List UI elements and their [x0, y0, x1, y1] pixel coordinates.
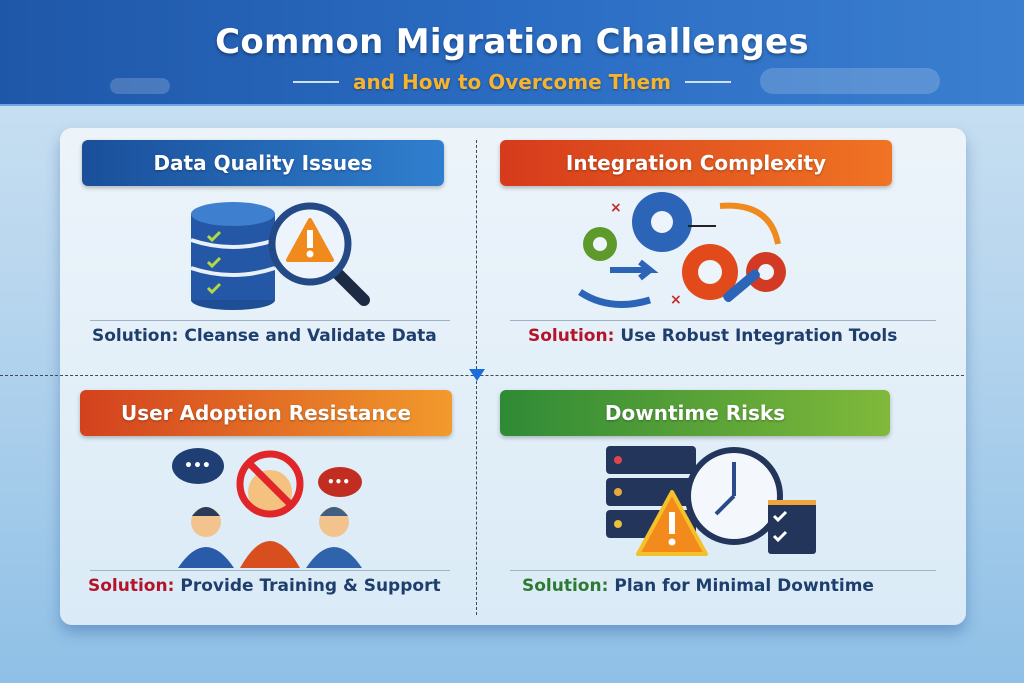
solution-prefix: Solution:: [528, 326, 615, 346]
arrow-icon: [610, 259, 659, 281]
checklist-icon: [768, 500, 816, 554]
person-icon: [306, 507, 362, 568]
challenges-panel: Data Quality Issues Solution:Cleanse a: [0, 128, 966, 625]
solution-label: Use Robust Integration Tools: [620, 326, 898, 346]
gear-icon: [746, 252, 786, 292]
illustration: ••• •••: [60, 442, 480, 572]
cloud-decoration: [760, 68, 940, 94]
illustration: [480, 442, 966, 572]
challenge-card-user-adoption: User Adoption Resistance ••• ••• Solutio…: [60, 378, 480, 618]
challenge-card-downtime: Downtime Risks Solution:Plan for Minimal…: [480, 378, 966, 618]
gear-icon: [682, 244, 738, 300]
database-icon: [190, 202, 276, 310]
solution-text: Solution:Provide Training & Support: [88, 576, 441, 596]
solution-text: Solution:Use Robust Integration Tools: [528, 326, 897, 346]
illustration: × ×: [480, 192, 966, 322]
divider-line: [684, 81, 731, 83]
warning-triangle-icon: [636, 490, 708, 556]
separator: [510, 570, 936, 571]
solution-text: Solution:Cleanse and Validate Data: [92, 326, 437, 346]
separator: [90, 570, 450, 571]
solution-text: Solution:Plan for Minimal Downtime: [522, 576, 874, 596]
wrench-icon: [723, 269, 760, 303]
downtime-illustration: [606, 446, 816, 556]
subtitle-row: and How to Overcome Them: [0, 70, 1024, 94]
svg-text:•••: •••: [327, 475, 350, 489]
svg-text:•••: •••: [184, 458, 211, 474]
challenge-title: Data Quality Issues: [82, 140, 444, 186]
solution-prefix: Solution:: [88, 576, 175, 596]
connector-plug-icon: [578, 289, 652, 308]
person-icon: [178, 507, 234, 568]
page-subtitle: and How to Overcome Them: [353, 70, 671, 94]
solution-prefix: Solution:: [522, 576, 609, 596]
challenge-card-integration: Integration Complexity × × Solution:Use …: [480, 128, 966, 368]
page-title: Common Migration Challenges: [215, 22, 809, 62]
center-marker-icon: [469, 369, 485, 381]
magnifier-warning-icon: [268, 202, 370, 306]
gear-icon: [583, 227, 617, 261]
connector-plug-icon: [719, 202, 781, 245]
illustration: [60, 192, 480, 322]
challenge-title: Integration Complexity: [500, 140, 892, 186]
person-icon: [240, 470, 300, 568]
solution-label: Plan for Minimal Downtime: [614, 576, 874, 596]
cloud-decoration: [110, 78, 170, 94]
checkmark-icon: [206, 230, 222, 295]
users-resistance-icon: ••• •••: [172, 448, 362, 568]
error-x-icon: ×: [610, 200, 622, 216]
header-banner: Common Migration Challenges and How to O…: [0, 0, 1024, 106]
challenge-card-data-quality: Data Quality Issues Solution:Cleanse a: [60, 128, 480, 368]
separator: [90, 320, 450, 321]
error-x-icon: ×: [670, 292, 682, 308]
divider-line: [293, 81, 340, 83]
speech-bubble-icon: •••: [172, 448, 224, 484]
clock-icon: [685, 447, 783, 545]
gear-icon: [632, 192, 692, 252]
solution-label: Cleanse and Validate Data: [184, 326, 437, 346]
challenge-title: Downtime Risks: [500, 390, 890, 436]
prohibited-icon: [236, 450, 304, 518]
separator: [510, 320, 936, 321]
gears-integration-icon: × ×: [578, 192, 786, 308]
speech-bubble-icon: •••: [318, 467, 362, 497]
solution-prefix: Solution:: [92, 326, 179, 346]
solution-label: Provide Training & Support: [180, 576, 441, 596]
challenge-title: User Adoption Resistance: [80, 390, 452, 436]
